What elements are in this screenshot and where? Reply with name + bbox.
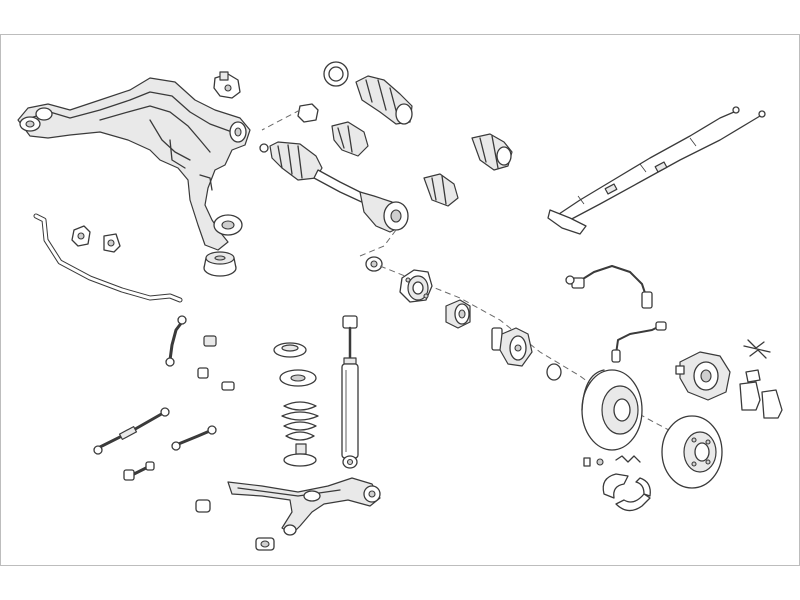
- drive-shaft: [259, 141, 409, 233]
- wheel-hub: [399, 269, 433, 303]
- wheel-bearing: [445, 299, 471, 329]
- brake-pads: [739, 339, 783, 419]
- control-arm: [227, 477, 381, 536]
- shaft-seal-ring: [323, 61, 383, 272]
- front-subframe: [17, 77, 251, 251]
- abs-sensor-cable: [565, 265, 653, 309]
- parking-brake-cable: [547, 106, 766, 235]
- strut-mount: [273, 342, 317, 387]
- tie-rod: [195, 499, 275, 551]
- stabilizer-link: [165, 315, 235, 391]
- shock-absorber: [341, 315, 359, 469]
- brake-shoes: [583, 455, 651, 512]
- brake-disc: [581, 369, 723, 489]
- assembly-guide-lines: [261, 109, 681, 437]
- anti-roll-bar: [33, 213, 183, 303]
- anti-roll-bar-bushing: [71, 225, 121, 253]
- subframe-bracket: [213, 71, 241, 99]
- wheel-bearing-kit: [491, 327, 562, 381]
- brake-hose: [611, 321, 667, 363]
- subframe-mount-bushing: [203, 251, 237, 277]
- coil-spring-bump-stop: [281, 401, 319, 467]
- cv-joint-boot: [297, 75, 513, 207]
- brake-caliper: [675, 351, 731, 401]
- adjustable-links: [93, 407, 217, 481]
